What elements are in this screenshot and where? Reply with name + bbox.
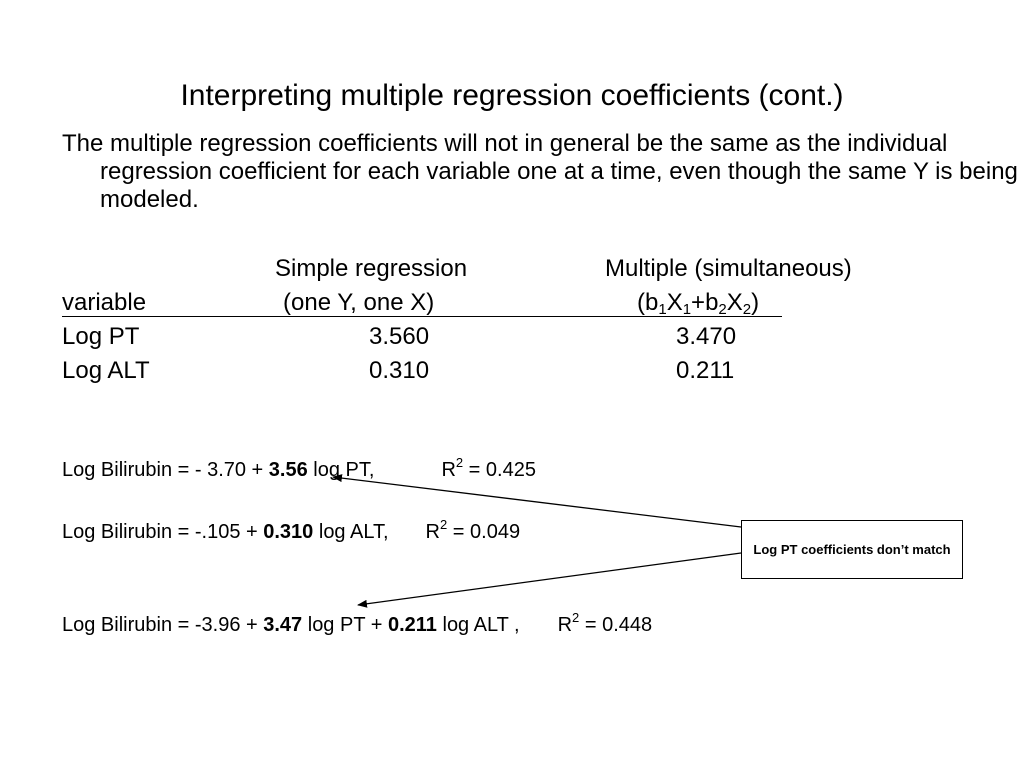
header-multiple: Multiple (simultaneous) [605,255,852,282]
arrow-to-simple-coefficient [332,474,742,528]
header-multiple-formula: (b1X1+b2X2) [637,289,760,318]
row-multiple-value: 0.211 [676,357,735,384]
callout-box: Log PT coefficients don’t match [741,520,963,579]
row-simple-value: 3.560 [369,323,430,350]
equation-multiple: Log Bilirubin = -3.96 + 3.47 log PT + 0.… [62,610,653,636]
intro-paragraph: The multiple regression coefficients wil… [62,130,1018,213]
row-variable: Log PT [62,323,140,350]
header-simple-sub: (one Y, one X) [283,289,435,316]
slide-title: Interpreting multiple regression coeffic… [180,79,844,112]
row-variable: Log ALT [62,357,150,384]
header-simple: Simple regression [275,255,468,282]
header-variable: variable [62,289,147,316]
equation-log-alt: Log Bilirubin = -.105 + 0.310 log ALT,R2… [62,517,521,543]
row-simple-value: 0.310 [369,357,430,384]
row-multiple-value: 3.470 [676,323,737,350]
arrow-to-multiple-coefficient [357,552,742,608]
header-underline [62,316,782,317]
equation-log-pt: Log Bilirubin = - 3.70 + 3.56 log PT,R2 … [62,455,536,481]
callout-text: Log PT coefficients don’t match [753,542,951,557]
